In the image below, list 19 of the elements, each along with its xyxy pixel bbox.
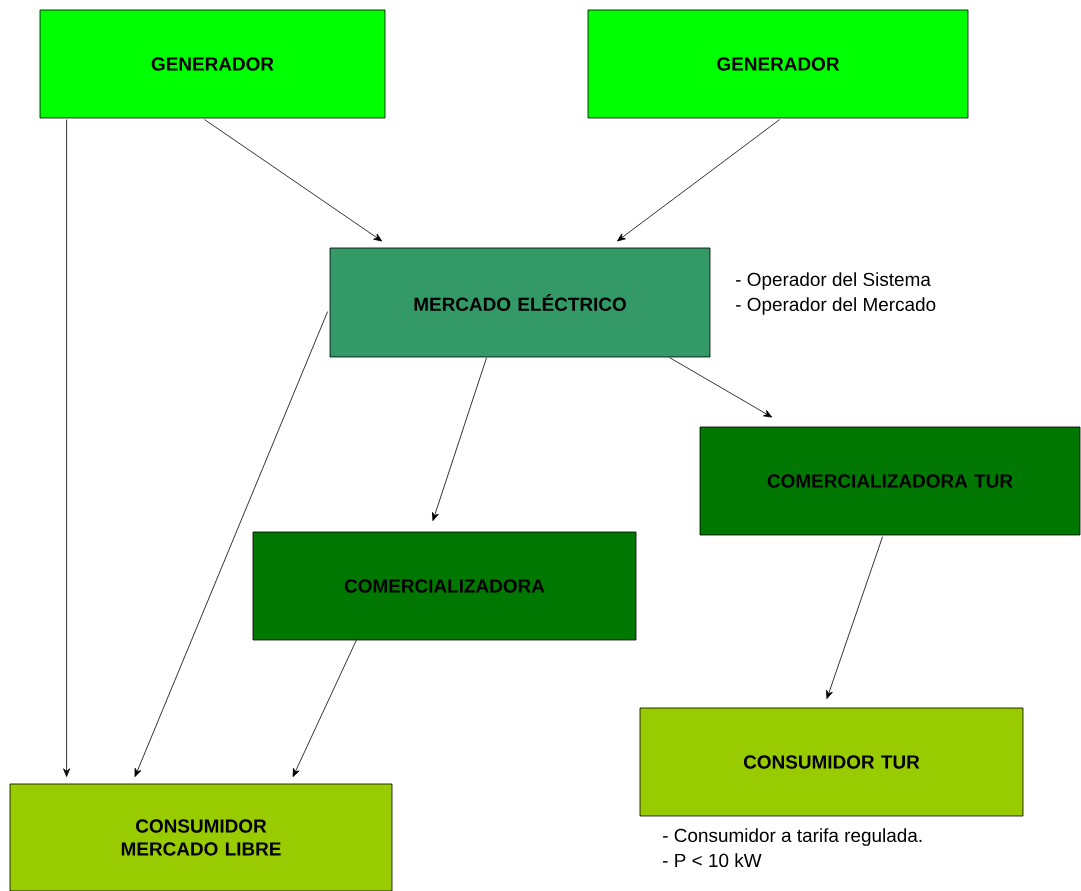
note-text: - P < 10 kW (663, 853, 762, 868)
process-box: CONSUMIDOR TUR (639, 707, 1024, 817)
note-text: - Consumidor a tarifa regulada. (663, 828, 922, 846)
arrow (134, 311, 328, 777)
arrow (204, 119, 383, 242)
process-box: GENERADOR (587, 9, 969, 119)
process-box: MERCADO ELÉCTRICO (329, 247, 711, 358)
note-text: - Operador del Mercado (736, 297, 936, 315)
process-box: CONSUMIDOR MERCADO LIBRE (9, 783, 393, 891)
note-text: - Operador del Sistema (736, 272, 931, 290)
arrow (617, 119, 780, 242)
process-box: COMERCIALIZADORA TUR (699, 426, 1081, 536)
arrow (432, 357, 487, 521)
arrow (292, 639, 357, 777)
process-box: GENERADOR (39, 9, 386, 119)
arrow (826, 536, 883, 699)
process-box: COMERCIALIZADORA (252, 531, 637, 641)
arrow (669, 357, 773, 418)
arrow (63, 119, 71, 777)
